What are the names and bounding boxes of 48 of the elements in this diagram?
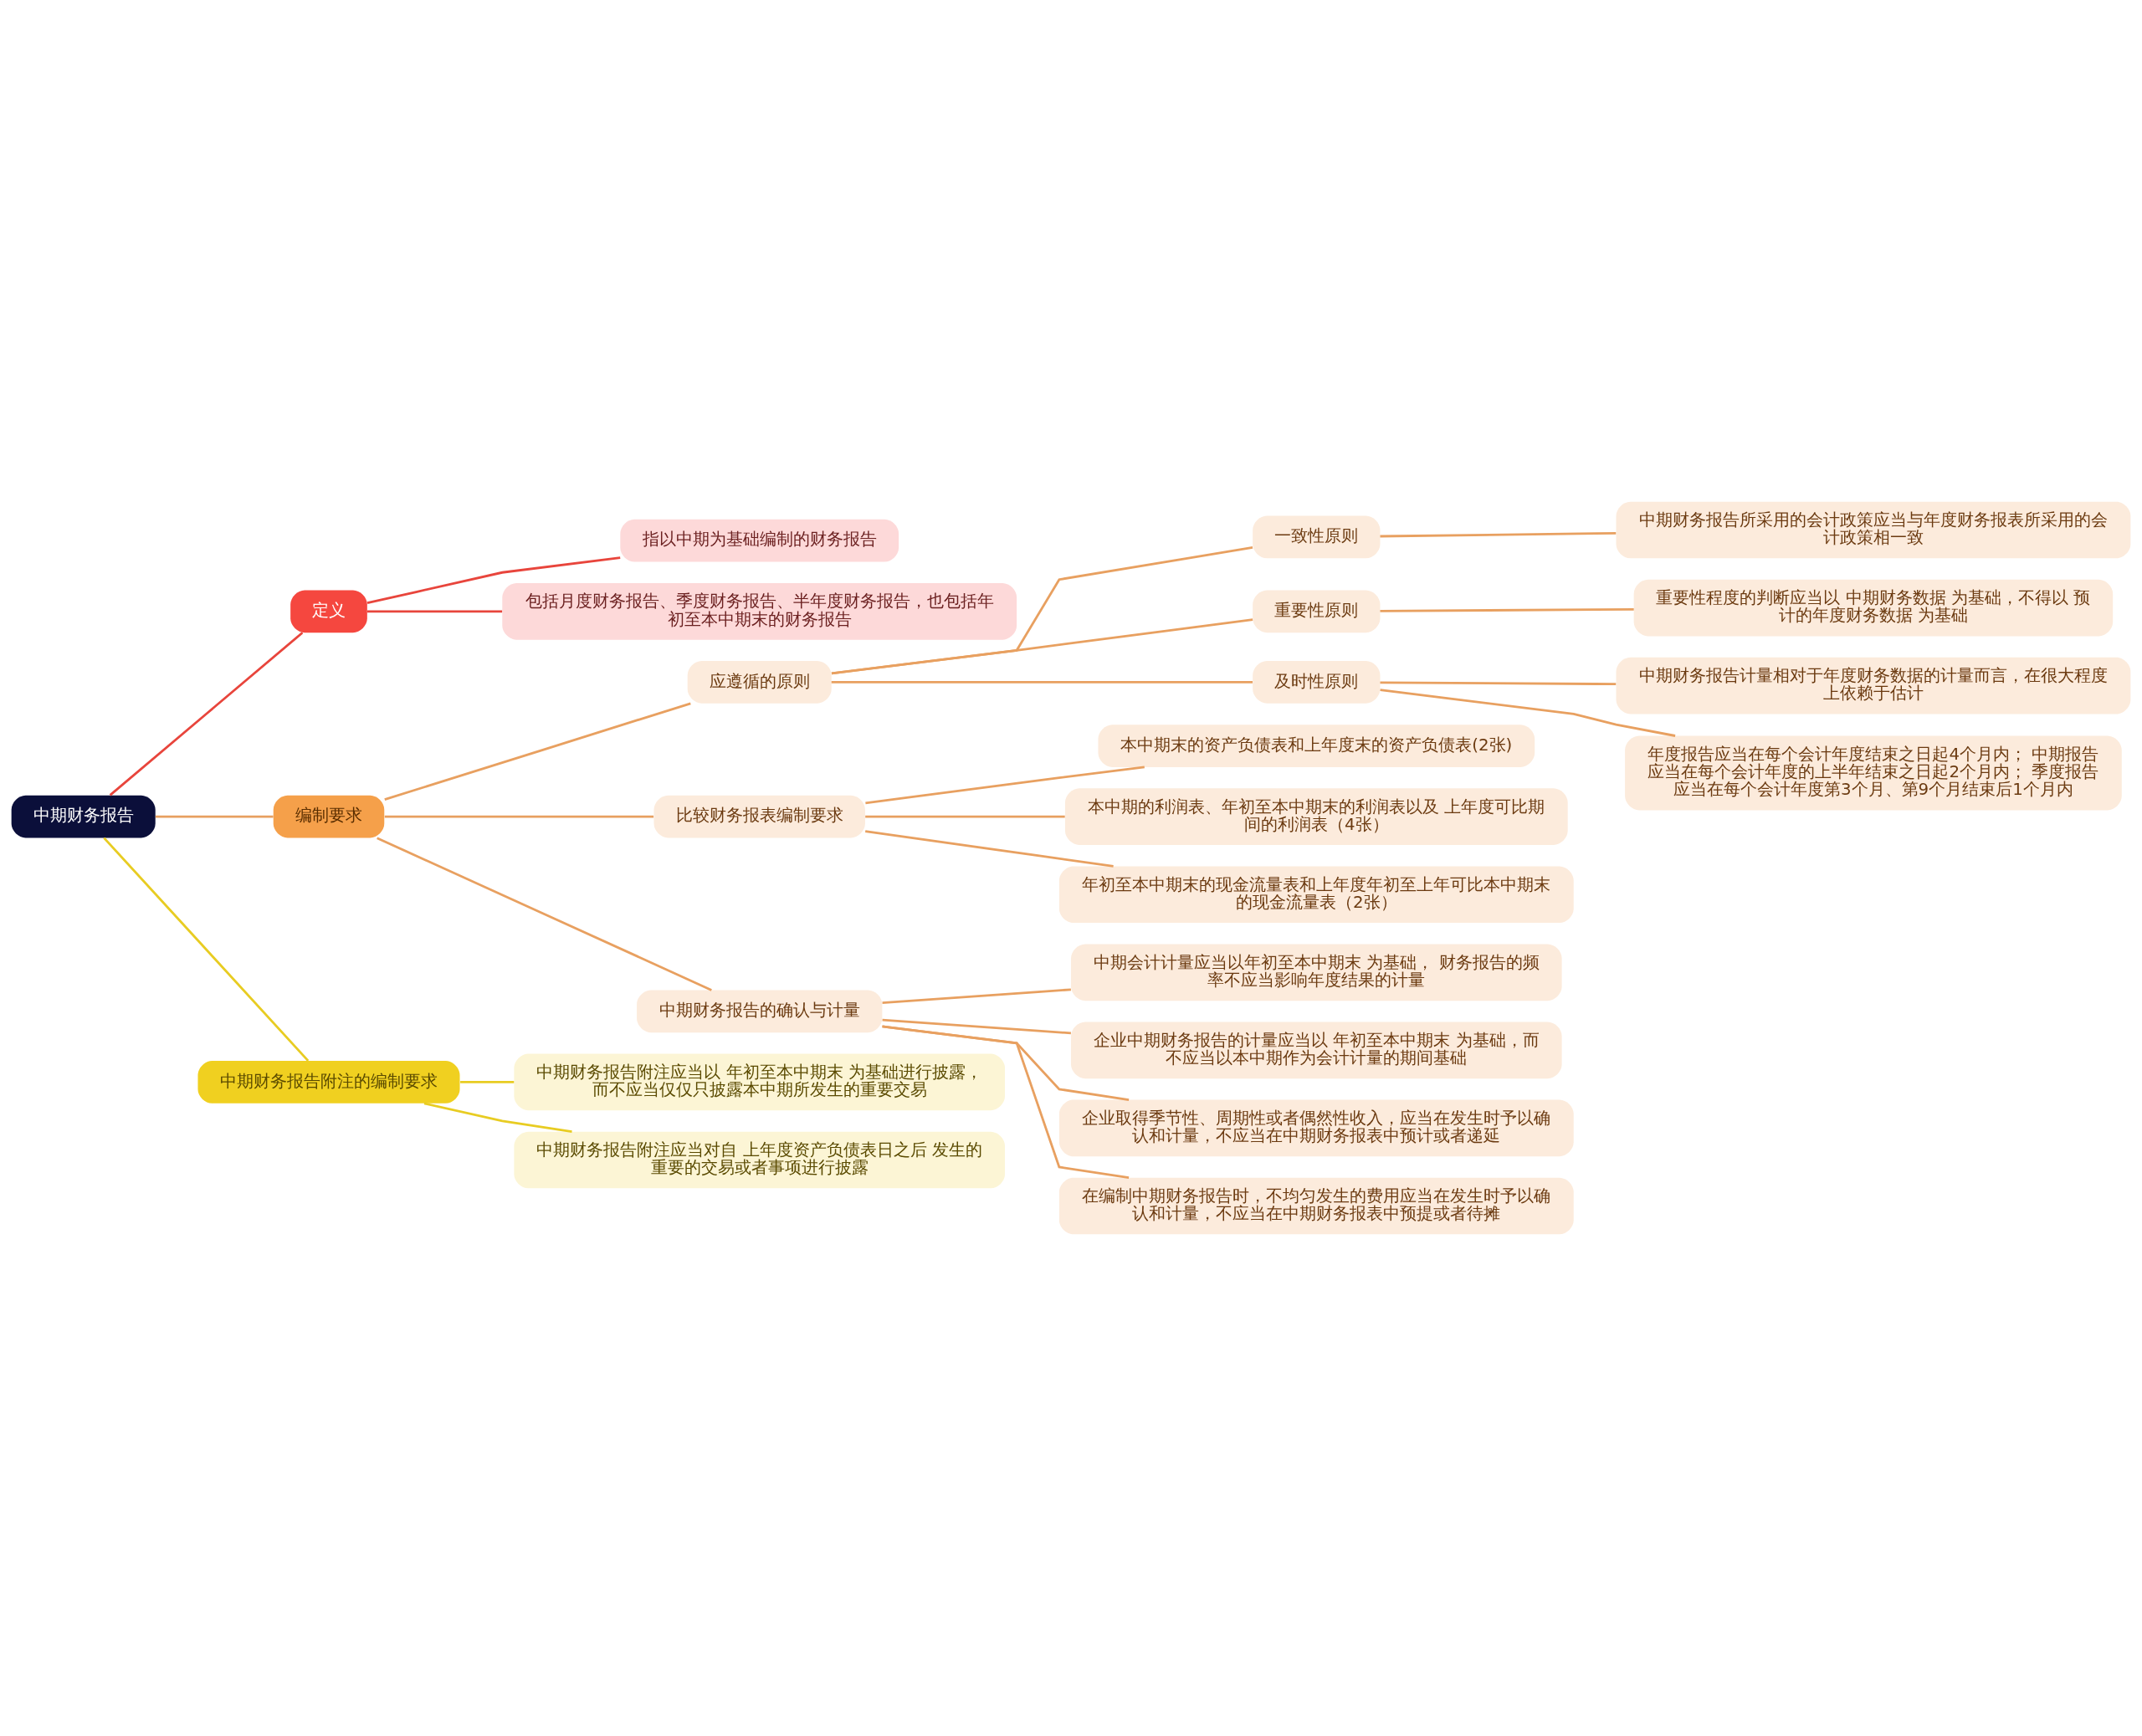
connector	[882, 1025, 1130, 1180]
node-box: 中期财务报告计量相对于年度财务数据的计量而言，在很大程度上依赖于估计	[1616, 657, 2131, 714]
connector	[155, 815, 274, 818]
node-box: 中期财务报告	[11, 795, 156, 838]
connector	[831, 681, 1253, 684]
connector	[460, 1081, 515, 1083]
node-box: 重要性程度的判断应当以 中期财务数据 为基础，不得以 预计的年度财务数据 为基础	[1633, 579, 2114, 637]
connector	[882, 988, 1071, 1005]
connector	[423, 1102, 572, 1134]
node-box: 中期会计计量应当以年初至本中期末 为基础， 财务报告的频率不应当影响年度结果的计量	[1071, 944, 1562, 1001]
node-box: 本中期末的资产负债表和上年度末的资产负债表(2张)	[1098, 725, 1535, 767]
node-box: 企业取得季节性、周期性或者偶然性收入，应当在发生时予以确认和计量，不应当在中期财务报表中预计或者递延	[1058, 1099, 1574, 1157]
connector	[1380, 532, 1617, 538]
node-box: 年度报告应当在每个会计年度结束之日起4个月内； 中期报告应当在每个会计年度的上半年结束之日起2个月内； 季度报告应当在每个会计年度第3个月、第9个月结束后1个月内	[1625, 735, 2122, 811]
node-box: 比较财务报表编制要求	[653, 795, 865, 838]
node-box: 中期财务报告附注应当以 年初至本中期末 为基础进行披露，而不应当仅仅只披露本中期所发生的重要交易	[514, 1053, 1006, 1111]
node-box: 企业中期财务报告的计量应当以 年初至本中期末 为基础，而不应当以本中期作为会计计量的期间基础	[1071, 1022, 1562, 1079]
node-box: 在编制中期财务报告时，不均匀发生的费用应当在发生时予以确认和计量，不应当在中期财务报表中预提或者待摊	[1058, 1177, 1574, 1235]
node-box: 指以中期为基础编制的财务报告	[620, 519, 899, 562]
node-box: 一致性原则	[1253, 515, 1381, 559]
connector	[831, 545, 1253, 675]
node-box: 编制要求	[273, 795, 385, 838]
node-box: 定义	[290, 590, 367, 633]
connector	[1380, 607, 1634, 612]
node-box: 包括月度财务报告、季度财务报告、半年度财务报告，也包括年初至本中期末的财务报告	[502, 582, 1017, 640]
node-box: 中期财务报告的确认与计量	[637, 990, 883, 1033]
connector	[865, 830, 1114, 868]
connector	[384, 702, 691, 801]
connector	[865, 766, 1145, 805]
connector	[366, 556, 621, 605]
connector	[865, 815, 1065, 818]
node-box: 本中期的利润表、年初至本中期末的利润表以及 上年度可比期间的利润表（4张）	[1064, 788, 1568, 845]
node-box: 及时性原则	[1253, 661, 1381, 704]
connector	[831, 618, 1253, 675]
connector	[377, 837, 712, 991]
node-box: 中期财务报告附注应当对自 上年度资产负债表日之后 发生的重要的交易或者事项进行披露	[514, 1131, 1006, 1189]
node-box: 重要性原则	[1253, 590, 1381, 633]
node-box: 应遵循的原则	[687, 661, 832, 704]
node-box: 中期财务报告附注的编制要求	[197, 1061, 460, 1104]
node-box: 中期财务报告所采用的会计政策应当与年度财务报表所采用的会计政策相一致	[1616, 501, 2131, 559]
connector	[882, 1018, 1071, 1035]
connector	[109, 632, 304, 796]
connector	[103, 837, 310, 1062]
connector	[1380, 689, 1676, 737]
node-box: 年初至本中期末的现金流量表和上年度年初至上年可比本中期末的现金流量表（2张）	[1058, 866, 1574, 924]
connector	[366, 610, 503, 613]
connector	[1380, 681, 1617, 686]
connector	[384, 815, 654, 818]
